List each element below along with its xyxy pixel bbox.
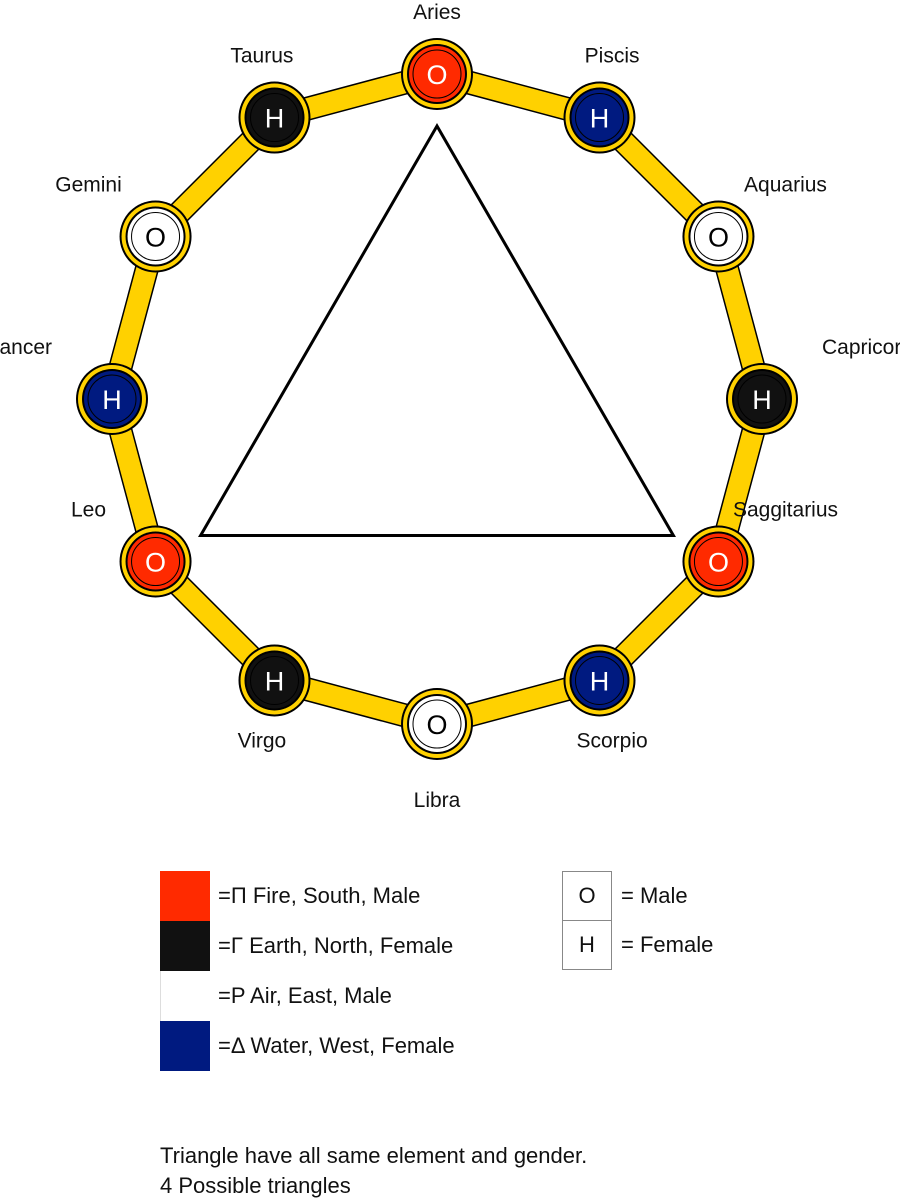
legend-row-water: =Δ Water, West, Female xyxy=(160,1021,455,1071)
sign-label-taurus: Taurus xyxy=(230,45,293,68)
legend-row-air: =P Air, East, Male xyxy=(160,971,392,1021)
sign-label-gemini: Gemini xyxy=(55,174,122,197)
sign-node-letter: H xyxy=(102,385,122,415)
legend-swatch-water xyxy=(160,1021,210,1071)
sign-node-letter: O xyxy=(708,223,729,253)
sign-node-piscis: H xyxy=(563,81,636,154)
sign-node-letter: H xyxy=(590,104,610,134)
legend-swatch-fire xyxy=(160,871,210,921)
legend-swatch-air xyxy=(160,971,210,1021)
gender-key-female: H = Female xyxy=(562,920,713,970)
sign-node-aries: O xyxy=(401,38,473,110)
sign-node-letter: H xyxy=(752,385,772,415)
sign-labels: AriesPiscisAquariusCapricornSaggitariusS… xyxy=(0,1,900,812)
element-triangle xyxy=(198,122,676,537)
sign-node-libra: O xyxy=(401,688,473,760)
sign-node-taurus: H xyxy=(238,81,311,154)
sign-node-cancer: H xyxy=(76,363,148,435)
sign-label-capricorn: Capricorn xyxy=(822,336,900,359)
sign-label-aries: Aries xyxy=(413,1,461,24)
gender-key-male-label: = Male xyxy=(621,883,688,908)
sign-node-virgo: H xyxy=(238,644,311,717)
note-line-1: Triangle have all same element and gende… xyxy=(160,1143,588,1168)
legend-label-earth: =Γ Earth, North, Female xyxy=(218,933,454,958)
gender-key-female-symbol: H xyxy=(562,920,612,970)
legend-row-fire: =Π Fire, South, Male xyxy=(160,871,420,921)
legend-label-air: =P Air, East, Male xyxy=(218,983,392,1008)
gender-key-male: O = Male xyxy=(562,871,688,921)
sign-node-gemini: O xyxy=(119,200,192,273)
sign-node-letter: O xyxy=(145,223,166,253)
note-line-2: 4 Possible triangles xyxy=(160,1173,351,1198)
sign-node-saggitarius: O xyxy=(682,525,755,598)
sign-label-libra: Libra xyxy=(414,789,461,812)
sign-node-letter: O xyxy=(145,548,166,578)
ring-band xyxy=(100,62,774,736)
sign-label-saggitarius: Saggitarius xyxy=(733,499,838,522)
sign-node-scorpio: H xyxy=(563,644,636,717)
gender-key-male-symbol: O xyxy=(562,871,612,921)
sign-node-letter: O xyxy=(426,710,447,740)
sign-node-leo: O xyxy=(119,525,192,598)
sign-node-letter: H xyxy=(590,666,610,696)
sign-nodes: O H O H O H O H O H O H xyxy=(76,38,798,760)
sign-label-piscis: Piscis xyxy=(585,45,640,68)
gender-key-female-label: = Female xyxy=(621,932,714,957)
legend-row-earth: =Γ Earth, North, Female xyxy=(160,921,453,971)
zodiac-wheel: O H O H O H O H O H O H AriesPiscisAquariusCapricor… xyxy=(0,1,900,812)
legend-swatch-earth xyxy=(160,921,210,971)
sign-node-capricorn: H xyxy=(726,363,798,435)
sign-node-letter: O xyxy=(708,548,729,578)
sign-node-letter: O xyxy=(426,60,447,90)
sign-node-letter: H xyxy=(265,104,285,134)
sign-label-cancer: Cancer xyxy=(0,336,52,359)
sign-node-letter: H xyxy=(265,666,285,696)
sign-label-aquarius: Aquarius xyxy=(744,174,827,197)
sign-label-virgo: Virgo xyxy=(238,730,287,753)
sign-node-aquarius: O xyxy=(682,200,755,273)
sign-label-leo: Leo xyxy=(71,499,106,522)
legend-label-fire: =Π Fire, South, Male xyxy=(218,883,421,908)
sign-label-scorpio: Scorpio xyxy=(576,730,647,753)
legend-label-water: =Δ Water, West, Female xyxy=(218,1033,455,1058)
